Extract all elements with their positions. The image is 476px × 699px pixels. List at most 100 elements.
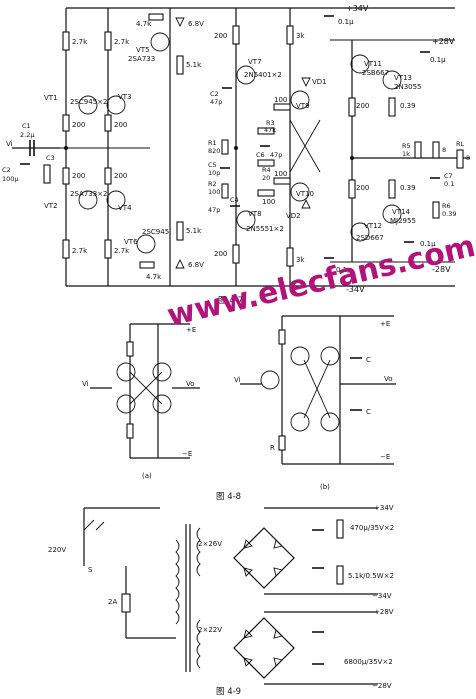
label-vt24-pair: 2SA733×2 xyxy=(70,190,108,198)
transistor-vt6 xyxy=(136,234,156,254)
label-c2b-val: 100μ xyxy=(2,175,19,183)
label-8b-c-bottom: C xyxy=(366,408,371,416)
label-c5-val: 10p xyxy=(208,169,220,177)
label-c01-bot2: 0.1μ xyxy=(336,266,352,274)
label-c3: C3 xyxy=(46,154,55,162)
resistor-200-d xyxy=(104,167,112,185)
label-47k-bot: 4.7k xyxy=(146,273,162,281)
resistor-100-b xyxy=(273,103,291,111)
figure-4-8a: Vi Vo +E −E (a) xyxy=(82,323,200,480)
label-51k-bot: 5.1k xyxy=(186,227,202,235)
label-r3-val: 47k xyxy=(264,126,276,134)
resistor-200-c xyxy=(62,167,70,185)
label-9-switch: S xyxy=(88,566,93,574)
transistor-8b-2 xyxy=(290,346,310,366)
label-9-cap2: 6800μ/35V×2 xyxy=(344,658,393,666)
transistor-vt12 xyxy=(350,222,370,242)
bridge-rectifier-2 xyxy=(233,617,295,679)
resistor-r6 xyxy=(432,201,440,219)
label-vt11: VT11 xyxy=(364,60,382,68)
resistor-039-bot xyxy=(388,179,396,199)
label-9-cap1: 470μ/35V×2 xyxy=(350,524,394,532)
label-r4: R4 xyxy=(262,166,271,174)
label-vt6: VT6 xyxy=(124,238,138,246)
resistor-8b-r xyxy=(278,435,286,451)
label-039-top: 0.39 xyxy=(400,102,416,110)
label-9-m34: −34V xyxy=(372,592,392,600)
resistor-27k-d xyxy=(104,239,112,259)
label-200-d: 200 xyxy=(114,172,127,180)
label-c01-top: 0.1μ xyxy=(338,18,354,26)
label-200-top: 200 xyxy=(214,32,227,40)
resistor-r5 xyxy=(414,141,422,159)
label-8a-minus-e: −E xyxy=(182,450,192,458)
zener-bottom xyxy=(175,258,185,269)
transistor-vt7 xyxy=(236,65,256,85)
label-vt12-type: 2SD667 xyxy=(356,234,384,242)
label-c2-val: 47p xyxy=(210,98,222,106)
resistor-200-b xyxy=(104,114,112,132)
bridge-2-diode-b xyxy=(273,629,283,639)
label-r6: R6 xyxy=(442,202,451,210)
transistor-vt13 xyxy=(382,70,402,90)
label-200-mid: 200 xyxy=(356,102,369,110)
resistor-100-a xyxy=(257,189,275,197)
label-vt8-type: 2N5551×2 xyxy=(246,225,284,233)
resistor-200-mid xyxy=(348,97,356,117)
label-vi: Vi xyxy=(6,140,13,148)
label-200-b: 200 xyxy=(114,121,127,129)
transistor-8a-4 xyxy=(152,394,172,414)
resistor-3k-bot xyxy=(286,247,294,267)
label-vd2: VD2 xyxy=(286,212,301,220)
zener-top xyxy=(175,17,185,28)
bridge-1-diode-d xyxy=(273,567,283,577)
junction-1 xyxy=(64,146,68,150)
bridge-2-diode-a xyxy=(243,629,253,639)
label-8b-minus-e: −E xyxy=(380,453,390,461)
label-vt13-pair: 2SC945×2 xyxy=(70,98,107,106)
label-vt5-type: 2SA733 xyxy=(128,55,155,63)
label-100-a: 100 xyxy=(262,198,275,206)
label-r100-out: 200 xyxy=(356,184,369,192)
resistor-27k-a xyxy=(62,31,70,51)
label-200-a: 200 xyxy=(72,121,85,129)
label-r5-val: 1k xyxy=(402,150,410,158)
label-rl: RL xyxy=(456,140,465,148)
label-vt13: VT13 xyxy=(394,74,412,82)
transistor-vt8 xyxy=(236,210,256,230)
label-c01-bot: 0.1μ xyxy=(420,240,436,248)
resistor-input-bias xyxy=(43,164,51,184)
label-8a-tag: (a) xyxy=(142,472,152,480)
caption-fig-4-9: 图 4-9 xyxy=(216,687,241,697)
label-vd1: VD1 xyxy=(312,78,327,86)
label-8b-plus-e: +E xyxy=(380,320,390,328)
label-c7: C7 xyxy=(444,172,453,180)
label-vt2: VT2 xyxy=(44,202,58,210)
label-vt12: VT12 xyxy=(364,222,382,230)
label-9-m28: −28V xyxy=(372,682,392,690)
resistor-27k-c xyxy=(62,239,70,259)
label-27k-c: 2.7k xyxy=(72,247,88,255)
resistor-100-c xyxy=(273,177,291,185)
label-039-bot: 0.39 xyxy=(400,184,416,192)
label-200-c: 200 xyxy=(72,172,85,180)
label-vt13-type: 2N3055 xyxy=(394,83,422,91)
label-vt6-type: 2SC945 xyxy=(142,228,169,236)
transistor-vt11 xyxy=(350,54,370,74)
label-r6-val: 0.39 xyxy=(442,210,456,218)
label-plus34: +34V xyxy=(346,4,369,13)
transistor-vt3 xyxy=(106,95,126,115)
label-r3: R3 xyxy=(266,119,275,127)
transformer-secondary-2 xyxy=(196,619,201,669)
label-c5: C5 xyxy=(208,161,217,169)
label-r2: R2 xyxy=(208,180,217,188)
wire-8b-cross-2 xyxy=(303,359,331,419)
label-vt10: VT10 xyxy=(296,190,314,198)
resistor-r1 xyxy=(221,139,229,155)
resistor-rl xyxy=(456,149,464,169)
label-r1-val: 820 xyxy=(208,147,220,155)
transistor-8b-3 xyxy=(320,346,340,366)
resistor-8a-top xyxy=(126,341,134,357)
label-9-fuse: 2A xyxy=(108,598,117,606)
